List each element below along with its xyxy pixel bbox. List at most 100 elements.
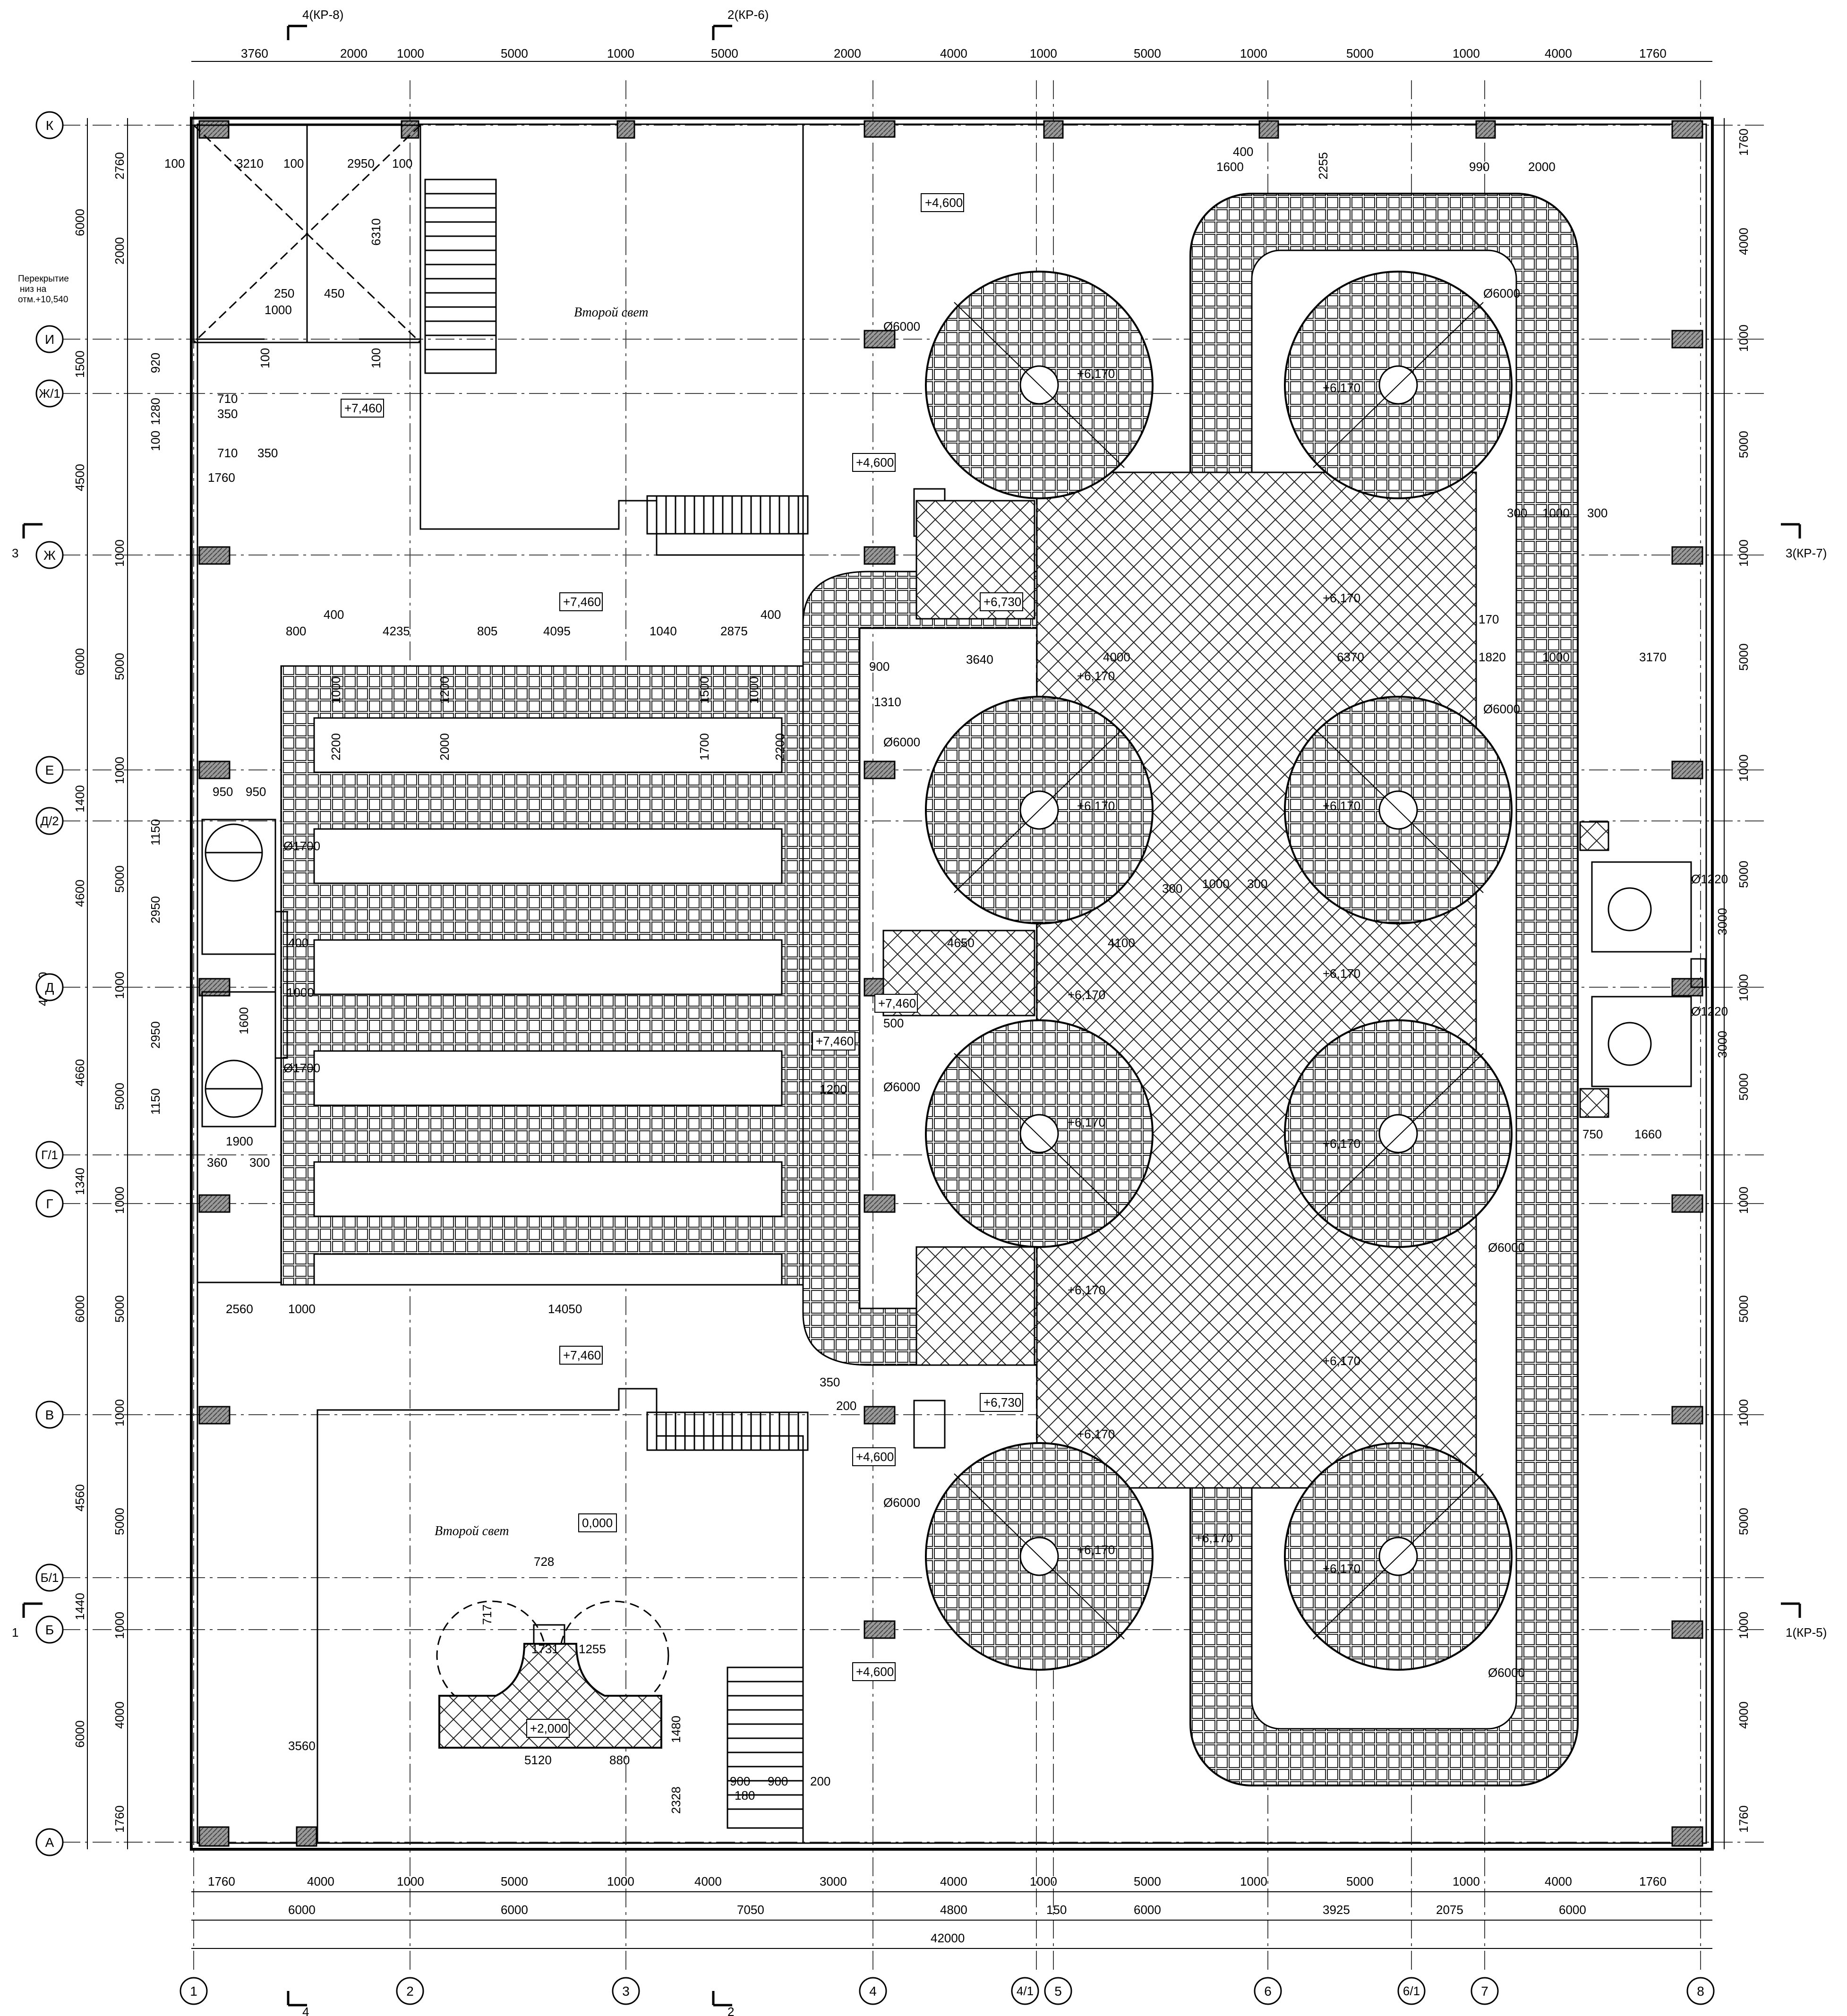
local-dim: 100 xyxy=(392,156,412,171)
left-tanks xyxy=(201,819,288,1128)
right-dim: 5000 xyxy=(1736,1508,1751,1535)
local-dim: 805 xyxy=(477,624,497,638)
local-dim: 1760 xyxy=(208,470,235,485)
local-dim: 2950 xyxy=(148,896,162,923)
left-inner-dim: 2000 xyxy=(112,237,127,265)
left-dim: 6000 xyxy=(73,209,87,236)
diameter-label: Ø1700 xyxy=(283,839,320,853)
level-label: +6,170 xyxy=(1077,1427,1115,1441)
pool-complex xyxy=(802,193,1579,1786)
local-dim: 1255 xyxy=(579,1642,606,1656)
left-dim: 6000 xyxy=(73,648,87,675)
columns xyxy=(198,120,1703,1847)
bottom-dim: 1000 xyxy=(397,1874,424,1888)
bottom-dim: 5000 xyxy=(1134,1874,1161,1888)
left-inner-dimensions: 2760 2000 1000 5000 1000 5000 1000 5000 … xyxy=(112,152,127,1833)
axis-label: Ж/1 xyxy=(39,386,60,401)
axis-label: В xyxy=(45,1408,54,1422)
axis-label: 7 xyxy=(1481,1984,1488,1999)
bottom-dim: 6000 xyxy=(1559,1903,1586,1917)
section-mark-label: 2(КР-6) xyxy=(727,8,769,22)
outer-walls xyxy=(190,117,1714,1851)
diameter-label: Ø6000 xyxy=(883,1080,920,1094)
right-dim: 1000 xyxy=(1736,974,1751,1001)
bottom-dim: 1760 xyxy=(208,1874,235,1888)
axis-label: 3 xyxy=(622,1984,630,1999)
local-dim: 1150 xyxy=(148,1088,162,1115)
left-dim: 1340 xyxy=(73,1168,87,1195)
level-label: +6,170 xyxy=(1323,381,1360,395)
local-dim: 6310 xyxy=(369,218,383,246)
diameter-label: Ø1220 xyxy=(1691,872,1728,886)
local-dim: 4650 xyxy=(947,936,975,950)
bottom-total-dim: 42000 xyxy=(931,1931,965,1945)
axis-label: 8 xyxy=(1697,1984,1704,1999)
top-dim: 1000 xyxy=(1240,46,1267,60)
top-dim: 2000 xyxy=(340,46,368,60)
local-dim: 710 xyxy=(217,446,238,460)
local-dim: 2950 xyxy=(347,156,375,171)
left-inner-dim: 5000 xyxy=(112,1083,127,1110)
stairs xyxy=(424,179,946,1829)
local-dim: 750 xyxy=(1582,1127,1603,1141)
local-dim: 100 xyxy=(164,156,185,171)
bottom-dim: 1000 xyxy=(1030,1874,1057,1888)
interior-walls xyxy=(193,124,804,1842)
level-label: +6,170 xyxy=(1323,1136,1360,1151)
local-dim: 100 xyxy=(283,156,304,171)
left-inner-dim: 1000 xyxy=(112,757,127,784)
local-dim: 4235 xyxy=(383,624,410,638)
top-dim: 1760 xyxy=(1639,46,1667,60)
captions: Второй свет Второй свет Перекрытие низ н… xyxy=(18,274,1728,1680)
local-dim: 300 xyxy=(249,1155,270,1170)
local-dim: 1200 xyxy=(437,676,452,704)
local-dim: 500 xyxy=(883,1016,904,1030)
local-dim: 1480 xyxy=(669,1716,683,1743)
local-dim: 450 xyxy=(324,286,344,300)
local-dim: 900 xyxy=(869,659,889,674)
axis-label: Д xyxy=(45,980,54,995)
top-dim: 2000 xyxy=(834,46,861,60)
axis-label: 6/1 xyxy=(1403,1984,1420,1998)
left-dim: 4500 xyxy=(73,464,87,491)
bottom-dim: 6000 xyxy=(501,1903,528,1917)
local-dim: 2328 xyxy=(669,1786,683,1814)
local-dim: 360 xyxy=(207,1155,227,1170)
axis-label: Б/1 xyxy=(41,1571,59,1585)
top-dim: 5000 xyxy=(711,46,738,60)
left-dim: 4560 xyxy=(73,1484,87,1512)
local-dim: 300 xyxy=(1507,506,1527,520)
local-dim: 4100 xyxy=(1108,936,1135,950)
bottom-dim: 6000 xyxy=(288,1903,316,1917)
section-mark-label: 4 xyxy=(302,2005,309,2016)
axis-label: 1 xyxy=(190,1984,197,1999)
level-label: +7,460 xyxy=(563,1348,601,1362)
diameter-label: Ø6000 xyxy=(1488,1240,1525,1255)
top-dim: 4000 xyxy=(1545,46,1572,60)
local-dim: 200 xyxy=(836,1399,856,1413)
local-dim: 1000 xyxy=(265,303,292,317)
diameter-label: Ø6000 xyxy=(883,735,920,749)
local-dim: 400 xyxy=(1233,145,1253,159)
local-dim: 1820 xyxy=(1479,650,1506,664)
left-inner-dim: 1000 xyxy=(112,539,127,567)
diameter-label: Ø6000 xyxy=(1488,1666,1525,1680)
local-dim: 3210 xyxy=(236,156,264,171)
axis-label: Д/2 xyxy=(40,814,59,828)
bottom-pool xyxy=(436,1600,669,1749)
local-dim: 2200 xyxy=(329,733,343,760)
local-dim: 350 xyxy=(820,1375,840,1389)
level-label: +6,170 xyxy=(1068,1283,1105,1297)
local-dim: 1600 xyxy=(1216,160,1244,174)
section-mark-label: 3(КР-7) xyxy=(1786,546,1827,560)
right-dim: 1000 xyxy=(1736,539,1751,567)
bottom-dim: 4000 xyxy=(694,1874,722,1888)
level-label: +6,170 xyxy=(1077,367,1115,381)
local-dim: 950 xyxy=(213,785,233,799)
second-light-label: Второй свет xyxy=(435,1524,509,1538)
left-inner-dim: 1000 xyxy=(112,1612,127,1639)
slab-note: низ на xyxy=(20,284,47,294)
bottom-dim: 2075 xyxy=(1436,1903,1463,1917)
bottom-dim: 7050 xyxy=(737,1903,764,1917)
local-dim: 1000 xyxy=(1542,650,1570,664)
